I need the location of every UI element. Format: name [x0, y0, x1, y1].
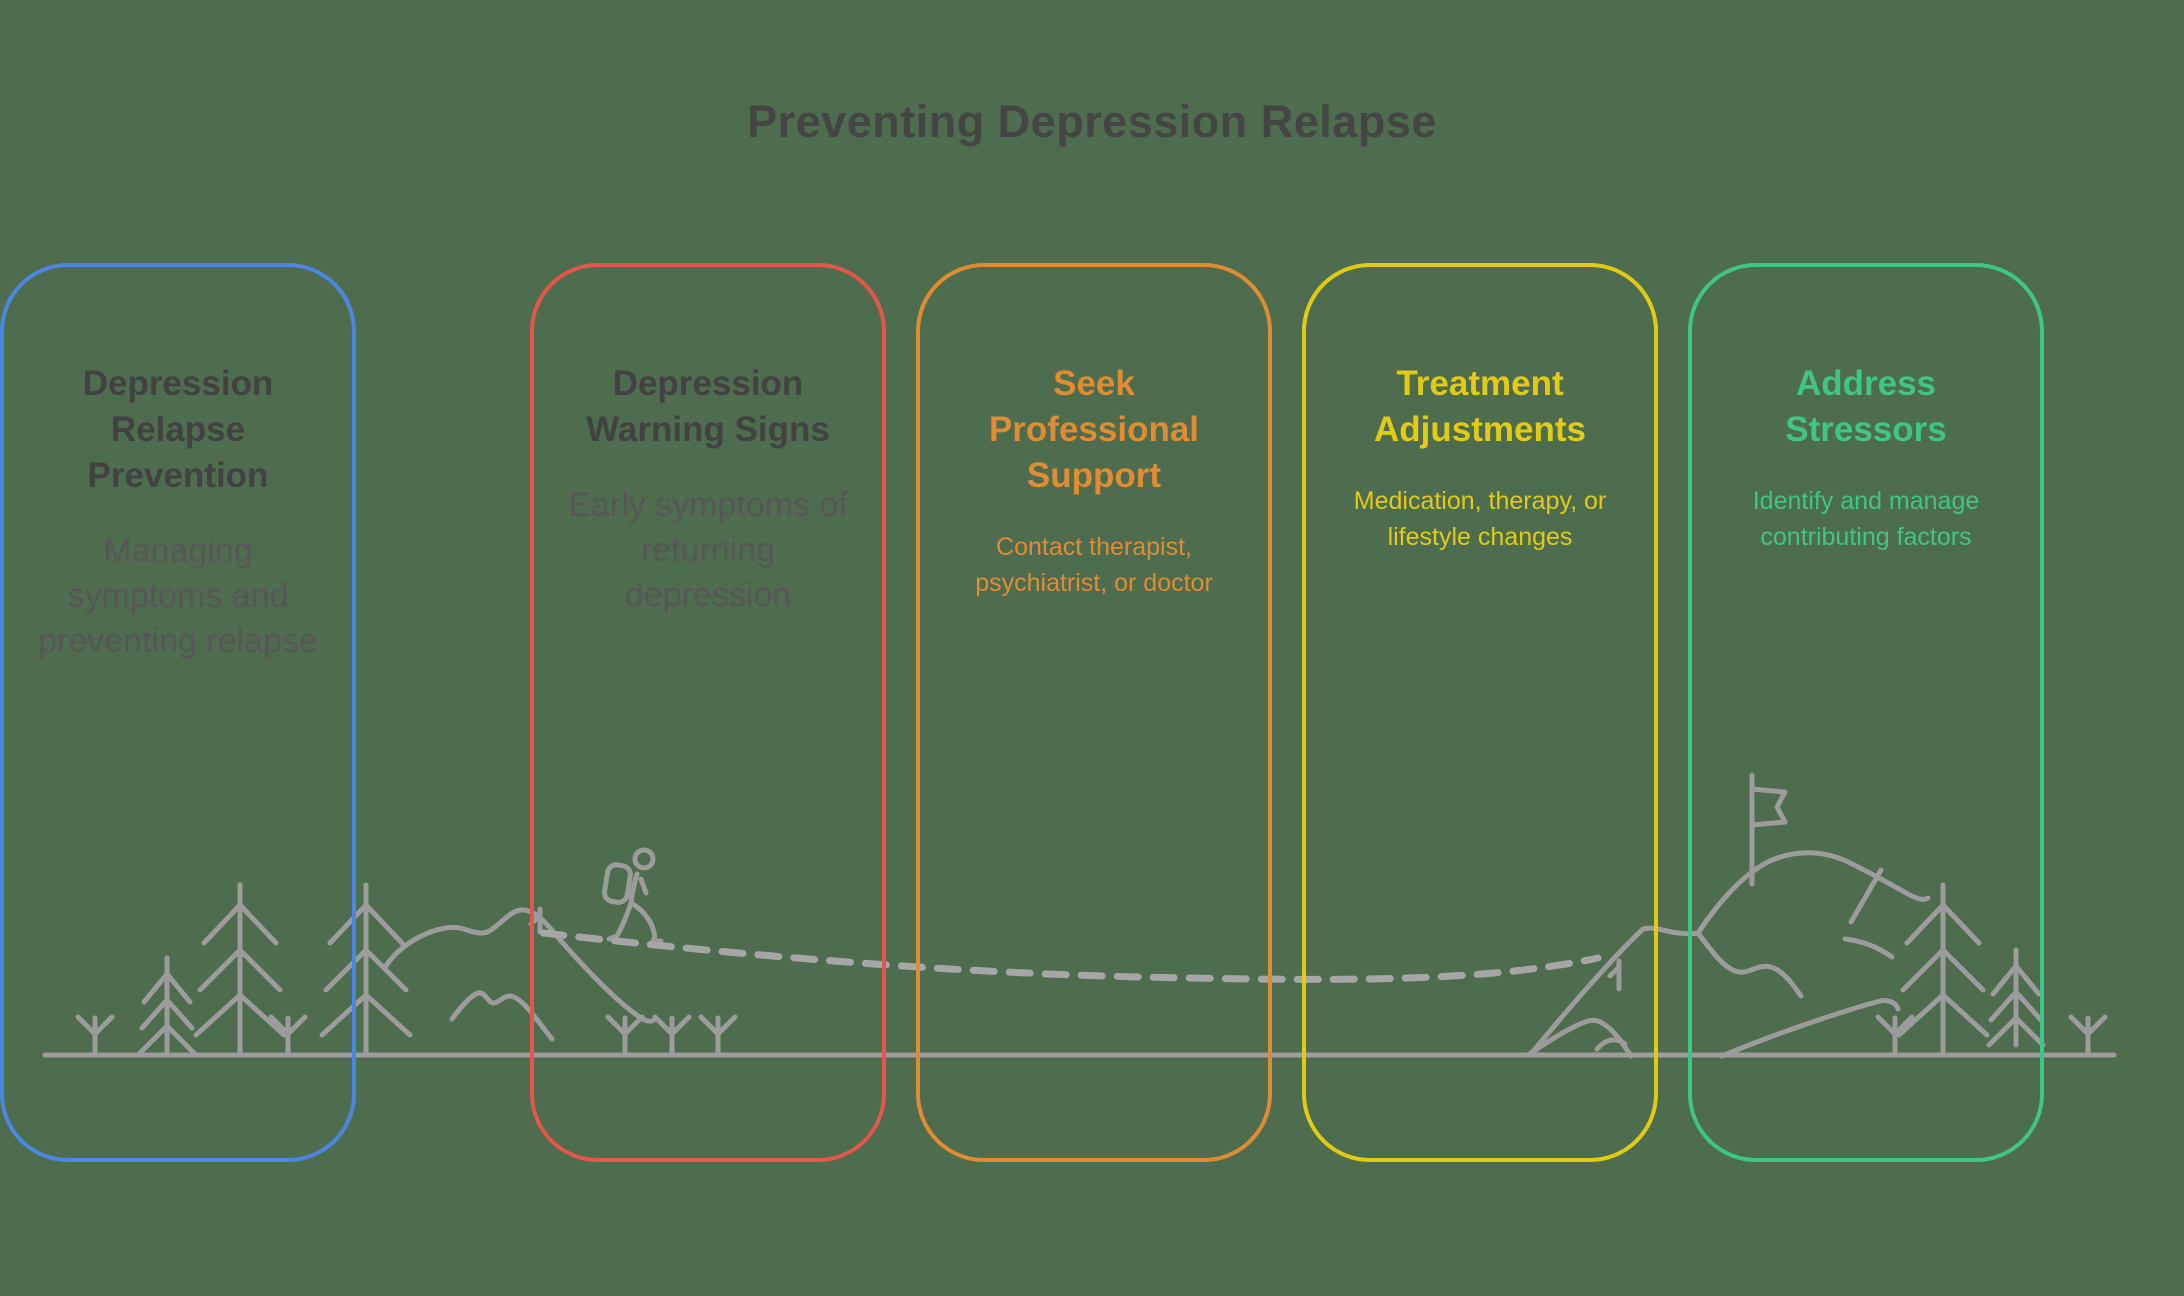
gray-lineart-group: [42, 772, 2117, 1059]
card-title: Depression Warning Signs: [586, 364, 830, 449]
summit-flag-icon: [1749, 772, 1788, 887]
card-subtitle: Early symptoms of returning depression: [568, 486, 848, 614]
card-title: Seek Professional Support: [988, 364, 1200, 495]
bush-icon: [2071, 1017, 2105, 1054]
card-seek-professional-support: Seek Professional Support Contact therap…: [916, 263, 1272, 1162]
card-depression-relapse-prevention: Depression Relapse Prevention Managing s…: [0, 263, 356, 1162]
card-title: Depression Relapse Prevention: [82, 364, 274, 495]
page-title: Preventing Depression Relapse: [747, 96, 1437, 147]
hill-icon: [383, 907, 658, 1042]
card-title: Address Stressors: [1785, 364, 1947, 449]
card-subtitle: Contact therapist, psychiatrist, or doct…: [975, 533, 1213, 597]
card-address-stressors: Address Stressors Identify and manage co…: [1688, 263, 2044, 1162]
card-subtitle: Managing symptoms and preventing relapse: [38, 532, 318, 660]
hiker-icon: [601, 847, 664, 944]
card-depression-warning-signs: Depression Warning Signs Early symptoms …: [530, 263, 886, 1162]
mountain-icon: [1525, 850, 1931, 1059]
trail-marker-icon: [1607, 958, 1622, 992]
card-title: Treatment Adjustments: [1374, 364, 1586, 449]
card-treatment-adjustments: Treatment Adjustments Medication, therap…: [1302, 263, 1658, 1162]
card-subtitle: Identify and manage contributing factors: [1752, 487, 1980, 551]
card-subtitle: Medication, therapy, or lifestyle change…: [1353, 487, 1607, 551]
dashed-trail-icon: [539, 929, 1602, 983]
